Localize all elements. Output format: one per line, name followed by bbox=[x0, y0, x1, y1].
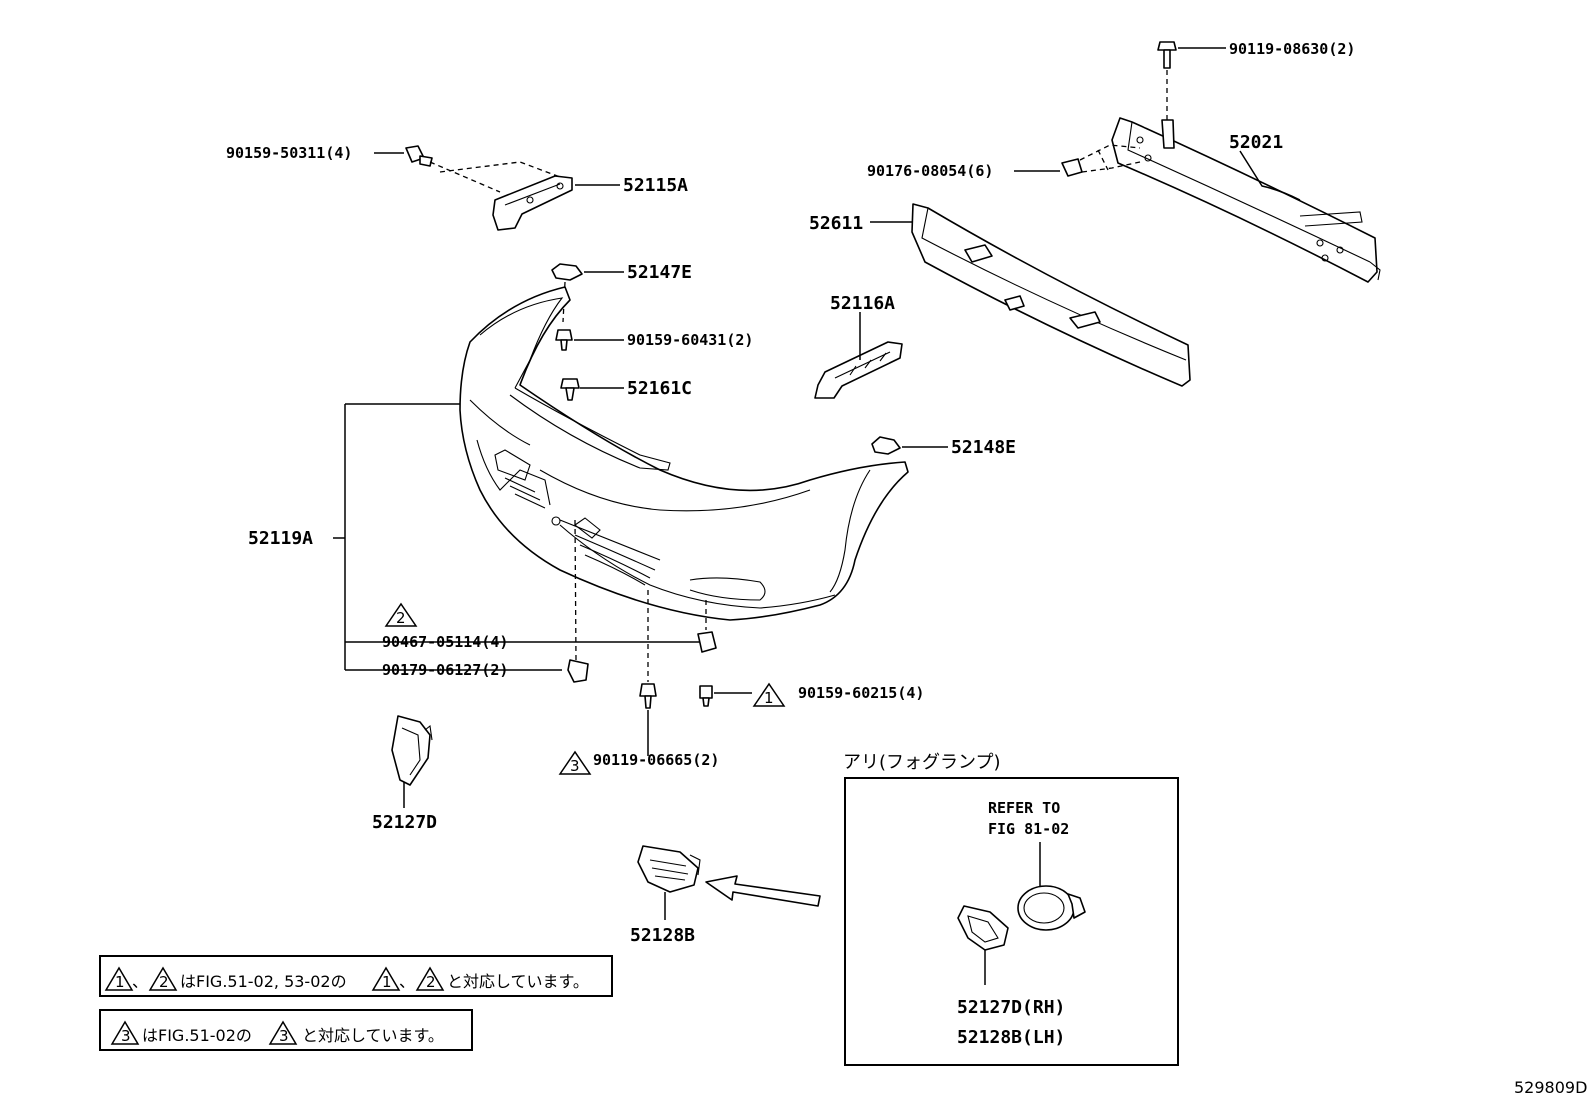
part-label-90159-60431: 90159-60431(2) bbox=[627, 331, 753, 349]
part-label-52127D-RH: 52127D(RH) bbox=[957, 997, 1065, 1018]
front-bumper-reinforcement bbox=[1111, 117, 1381, 283]
fog-lamp-cover-52128B bbox=[637, 845, 701, 893]
part-label-52021: 52021 bbox=[1229, 132, 1283, 153]
note2-text: はFIG.51-02の bbox=[142, 1026, 252, 1045]
fog-lamp-unit bbox=[1017, 885, 1086, 931]
side-bracket-52115A bbox=[492, 175, 573, 231]
fog-lamp-cover-box bbox=[957, 905, 1009, 951]
part-label-90179-06127: 90179-06127(2) bbox=[382, 661, 508, 679]
note1-marker-1: 1 bbox=[115, 973, 125, 991]
part-label-52128B: 52128B bbox=[630, 925, 695, 946]
screw-90159-50311 bbox=[405, 145, 433, 167]
note2-marker-3b: 3 bbox=[279, 1027, 289, 1045]
nut-90176-08054 bbox=[1061, 144, 1141, 177]
clip-52148E bbox=[871, 436, 901, 455]
part-label-52116A: 52116A bbox=[830, 293, 895, 314]
marker-1: 1 bbox=[764, 689, 774, 707]
fog-lamp-cover-52127D bbox=[391, 715, 433, 786]
bracket-52119A bbox=[333, 403, 460, 670]
clip-52161C bbox=[560, 378, 580, 401]
energy-absorber bbox=[911, 203, 1191, 387]
note1-sep: 、 bbox=[132, 972, 148, 991]
note1-marker-1b: 1 bbox=[382, 973, 392, 991]
part-label-52128B-LH: 52128B(LH) bbox=[957, 1027, 1065, 1048]
part-label-52161C: 52161C bbox=[627, 378, 692, 399]
part-label-90159-50311: 90159-50311(4) bbox=[226, 144, 352, 162]
note1-marker-2b: 2 bbox=[426, 973, 436, 991]
triangle-marker-1-right: 1 bbox=[752, 682, 786, 707]
note-box-1: 1 、 2 はFIG.51-02, 53-02の 1 、 2 と対応しています。 bbox=[99, 955, 613, 997]
part-label-90119-06665: 90119-06665(2) bbox=[593, 751, 719, 769]
front-bumper-cover bbox=[459, 286, 909, 621]
note2-tail: と対応しています。 bbox=[302, 1026, 444, 1045]
part-label-52119A: 52119A bbox=[248, 528, 313, 549]
part-label-90176-08054: 90176-08054(6) bbox=[867, 162, 993, 180]
clip-52147E bbox=[551, 263, 583, 281]
marker-2: 2 bbox=[396, 609, 406, 627]
bolt-90119-08630 bbox=[1157, 41, 1177, 149]
note-box-2: 3 はFIG.51-02の 3 と対応しています。 bbox=[99, 1009, 473, 1051]
foglamp-box bbox=[844, 777, 1179, 1066]
triangle-marker-3-bottom: 3 bbox=[558, 750, 592, 775]
foglamp-box-title: アリ(フォグランプ) bbox=[843, 752, 1001, 773]
dash-52115A bbox=[429, 161, 569, 193]
part-label-90467-05114: 90467-05114(4) bbox=[382, 633, 508, 651]
marker-3: 3 bbox=[570, 757, 580, 775]
screw-90159-60215 bbox=[699, 685, 713, 707]
screw-90119-06665 bbox=[639, 683, 657, 709]
part-label-52148E: 52148E bbox=[951, 437, 1016, 458]
arrow-icon bbox=[705, 875, 821, 907]
note1-tail: と対応しています。 bbox=[447, 972, 589, 991]
side-bracket-52116A bbox=[814, 341, 903, 399]
note1-marker-2: 2 bbox=[159, 973, 169, 991]
refer-to-line2: FIG 81-02 bbox=[988, 820, 1069, 838]
figure-id: 529809D bbox=[1514, 1078, 1587, 1097]
part-label-52147E: 52147E bbox=[627, 262, 692, 283]
note1-sep-b: 、 bbox=[399, 972, 415, 991]
part-label-90119-08630: 90119-08630(2) bbox=[1229, 40, 1355, 58]
nut-90467-05114 bbox=[697, 631, 717, 653]
leader-52021 bbox=[1239, 150, 1301, 201]
part-label-52115A: 52115A bbox=[623, 175, 688, 196]
part-label-90159-60215: 90159-60215(4) bbox=[798, 684, 924, 702]
triangle-marker-2-top: 2 bbox=[384, 602, 418, 627]
note1-text: はFIG.51-02, 53-02の bbox=[180, 972, 347, 991]
refer-to-line1: REFER TO bbox=[988, 799, 1060, 817]
note2-marker-3: 3 bbox=[121, 1027, 131, 1045]
clip-90179-06127 bbox=[567, 659, 589, 683]
part-label-52611: 52611 bbox=[809, 213, 863, 234]
part-label-52127D: 52127D bbox=[372, 812, 437, 833]
